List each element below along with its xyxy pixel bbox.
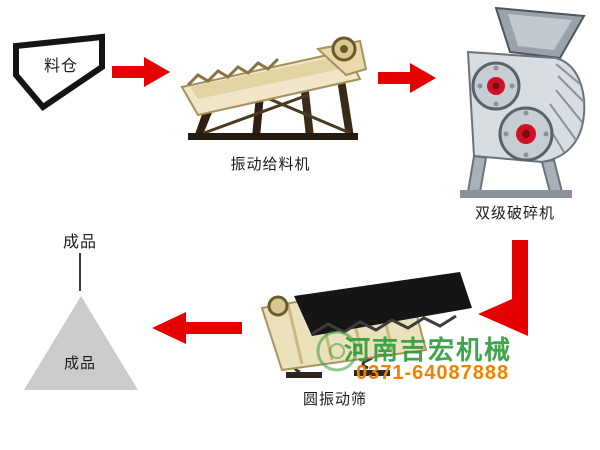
- arrow-left-icon: [152, 312, 242, 344]
- arrow-right-2-icon: [378, 63, 436, 93]
- product-pointer-label: 成品: [62, 234, 97, 251]
- vibrating-screen-illustration: [260, 272, 472, 378]
- product-pile-icon: [24, 296, 138, 390]
- product-pointer-line: [79, 253, 81, 291]
- pile-shape: [24, 296, 138, 390]
- arrow-shape: [152, 312, 242, 344]
- screen-label: 圆振动筛: [302, 391, 367, 408]
- crusher-illustration: [460, 6, 586, 198]
- arrow-shape: [112, 57, 170, 87]
- product-pile-label: 成品: [63, 355, 96, 372]
- feeder-label: 振动给料机: [230, 156, 311, 173]
- arrow-shape: [478, 292, 528, 336]
- watermark-seal-icon: [316, 330, 358, 372]
- arrow-right-1-icon: [112, 57, 170, 87]
- watermark-phone-text: 0371-64087888: [356, 362, 510, 384]
- hopper-label: 料仓: [43, 58, 78, 75]
- arrow-shape: [378, 63, 436, 93]
- arrow-down-left-icon: [478, 240, 528, 336]
- hopper-icon: [13, 33, 105, 111]
- vibrating-feeder-illustration: [180, 36, 368, 140]
- crusher-label: 双级破碎机: [474, 205, 555, 222]
- watermark-company-text: 河南吉宏机械: [344, 335, 513, 365]
- arrow-shape: [512, 240, 528, 300]
